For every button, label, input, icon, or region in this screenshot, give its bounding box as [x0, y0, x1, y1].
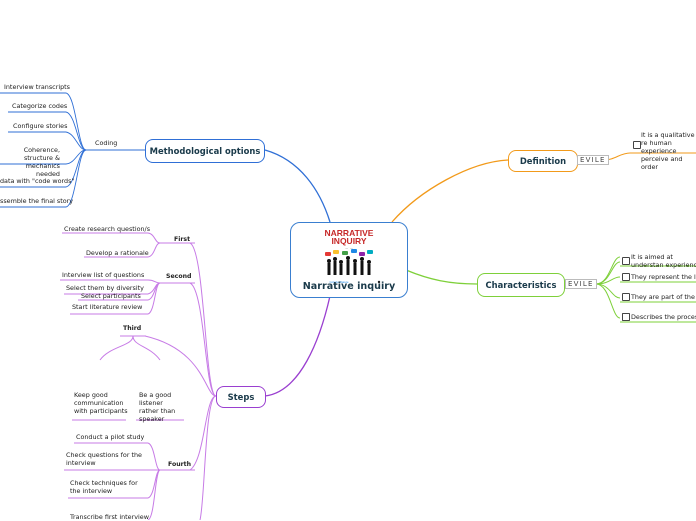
- characteristic-checkbox[interactable]: [622, 313, 630, 321]
- central-topic-title: Narrative inquiry: [302, 281, 396, 292]
- characteristic-item[interactable]: Describes the process c: [631, 313, 696, 321]
- step-item[interactable]: Be a good listener rather than speaker: [139, 391, 176, 423]
- step-item[interactable]: Keep good communication with participant…: [74, 391, 128, 415]
- characteristic-item[interactable]: It is aimed at understan experience: [631, 253, 696, 269]
- characteristic-item[interactable]: They represent the live: [631, 273, 696, 281]
- step-item[interactable]: Check questions for the interview: [66, 451, 142, 467]
- node-characteristics-label: Characteristics: [485, 280, 557, 290]
- node-characteristics[interactable]: Characteristics: [477, 273, 565, 297]
- book-title-line1: NARRATIVE: [325, 228, 374, 238]
- definition-tag: EVILE: [577, 155, 609, 165]
- characteristic-item[interactable]: They are part of the hu: [631, 293, 696, 301]
- method-item[interactable]: Configure stories: [13, 122, 68, 130]
- method-item[interactable]: Categorize codes: [12, 102, 68, 110]
- book-author: Colette Daiute: [329, 280, 348, 284]
- characteristic-checkbox[interactable]: [622, 293, 630, 301]
- step-third-label[interactable]: Third: [123, 325, 142, 332]
- step-item[interactable]: Conduct a pilot study: [76, 433, 145, 441]
- book-title-line2: INQUIRY: [331, 236, 366, 246]
- speech-bubbles-illustration: [325, 249, 373, 256]
- step-item[interactable]: Check techniques for the interview: [70, 479, 138, 495]
- book-cover-image: NARRATIVE INQUIRY — ˑ — Colette Daiute: [313, 227, 385, 287]
- characteristic-checkbox[interactable]: [622, 257, 630, 265]
- method-item[interactable]: data with "code words": [0, 177, 75, 185]
- step-item[interactable]: Create research question/s: [64, 225, 151, 233]
- step-second-label[interactable]: Second: [166, 273, 192, 280]
- step-item[interactable]: Select them by diversity: [66, 284, 144, 292]
- step-item[interactable]: Select participants: [81, 292, 141, 300]
- node-methodological-options[interactable]: Methodological options: [145, 139, 265, 163]
- step-item[interactable]: Transcribe first interview: [70, 513, 149, 521]
- people-silhouettes-illustration: [327, 256, 371, 275]
- node-definition-label: Definition: [519, 156, 567, 166]
- node-methodological-options-label: Methodological options: [149, 146, 261, 156]
- characteristic-checkbox[interactable]: [622, 273, 630, 281]
- method-item[interactable]: ssemble the final story: [0, 197, 74, 205]
- step-first-label[interactable]: First: [174, 236, 191, 243]
- step-item[interactable]: Develop a rationale: [86, 249, 149, 257]
- characteristics-tag: EVILE: [565, 279, 597, 289]
- coding-label[interactable]: Coding: [95, 139, 118, 147]
- method-item[interactable]: Coherence, structure & mechanics needed: [23, 146, 60, 178]
- publisher-mark: [377, 280, 381, 284]
- method-item[interactable]: Interview transcripts: [4, 83, 70, 91]
- node-steps[interactable]: Steps: [216, 386, 266, 408]
- step-item[interactable]: Start literature review: [72, 303, 143, 311]
- definition-checkbox[interactable]: [633, 141, 641, 149]
- node-definition[interactable]: Definition: [508, 150, 578, 172]
- central-topic-node[interactable]: NARRATIVE INQUIRY — ˑ — Colette Daiute N…: [290, 222, 408, 298]
- step-item[interactable]: Interview list of questions: [62, 271, 145, 279]
- step-fourth-label[interactable]: Fourth: [168, 461, 192, 468]
- definition-text[interactable]: It is a qualitative re human experience …: [641, 131, 695, 171]
- node-steps-label: Steps: [227, 392, 255, 402]
- book-subtitle: — ˑ —: [345, 247, 353, 250]
